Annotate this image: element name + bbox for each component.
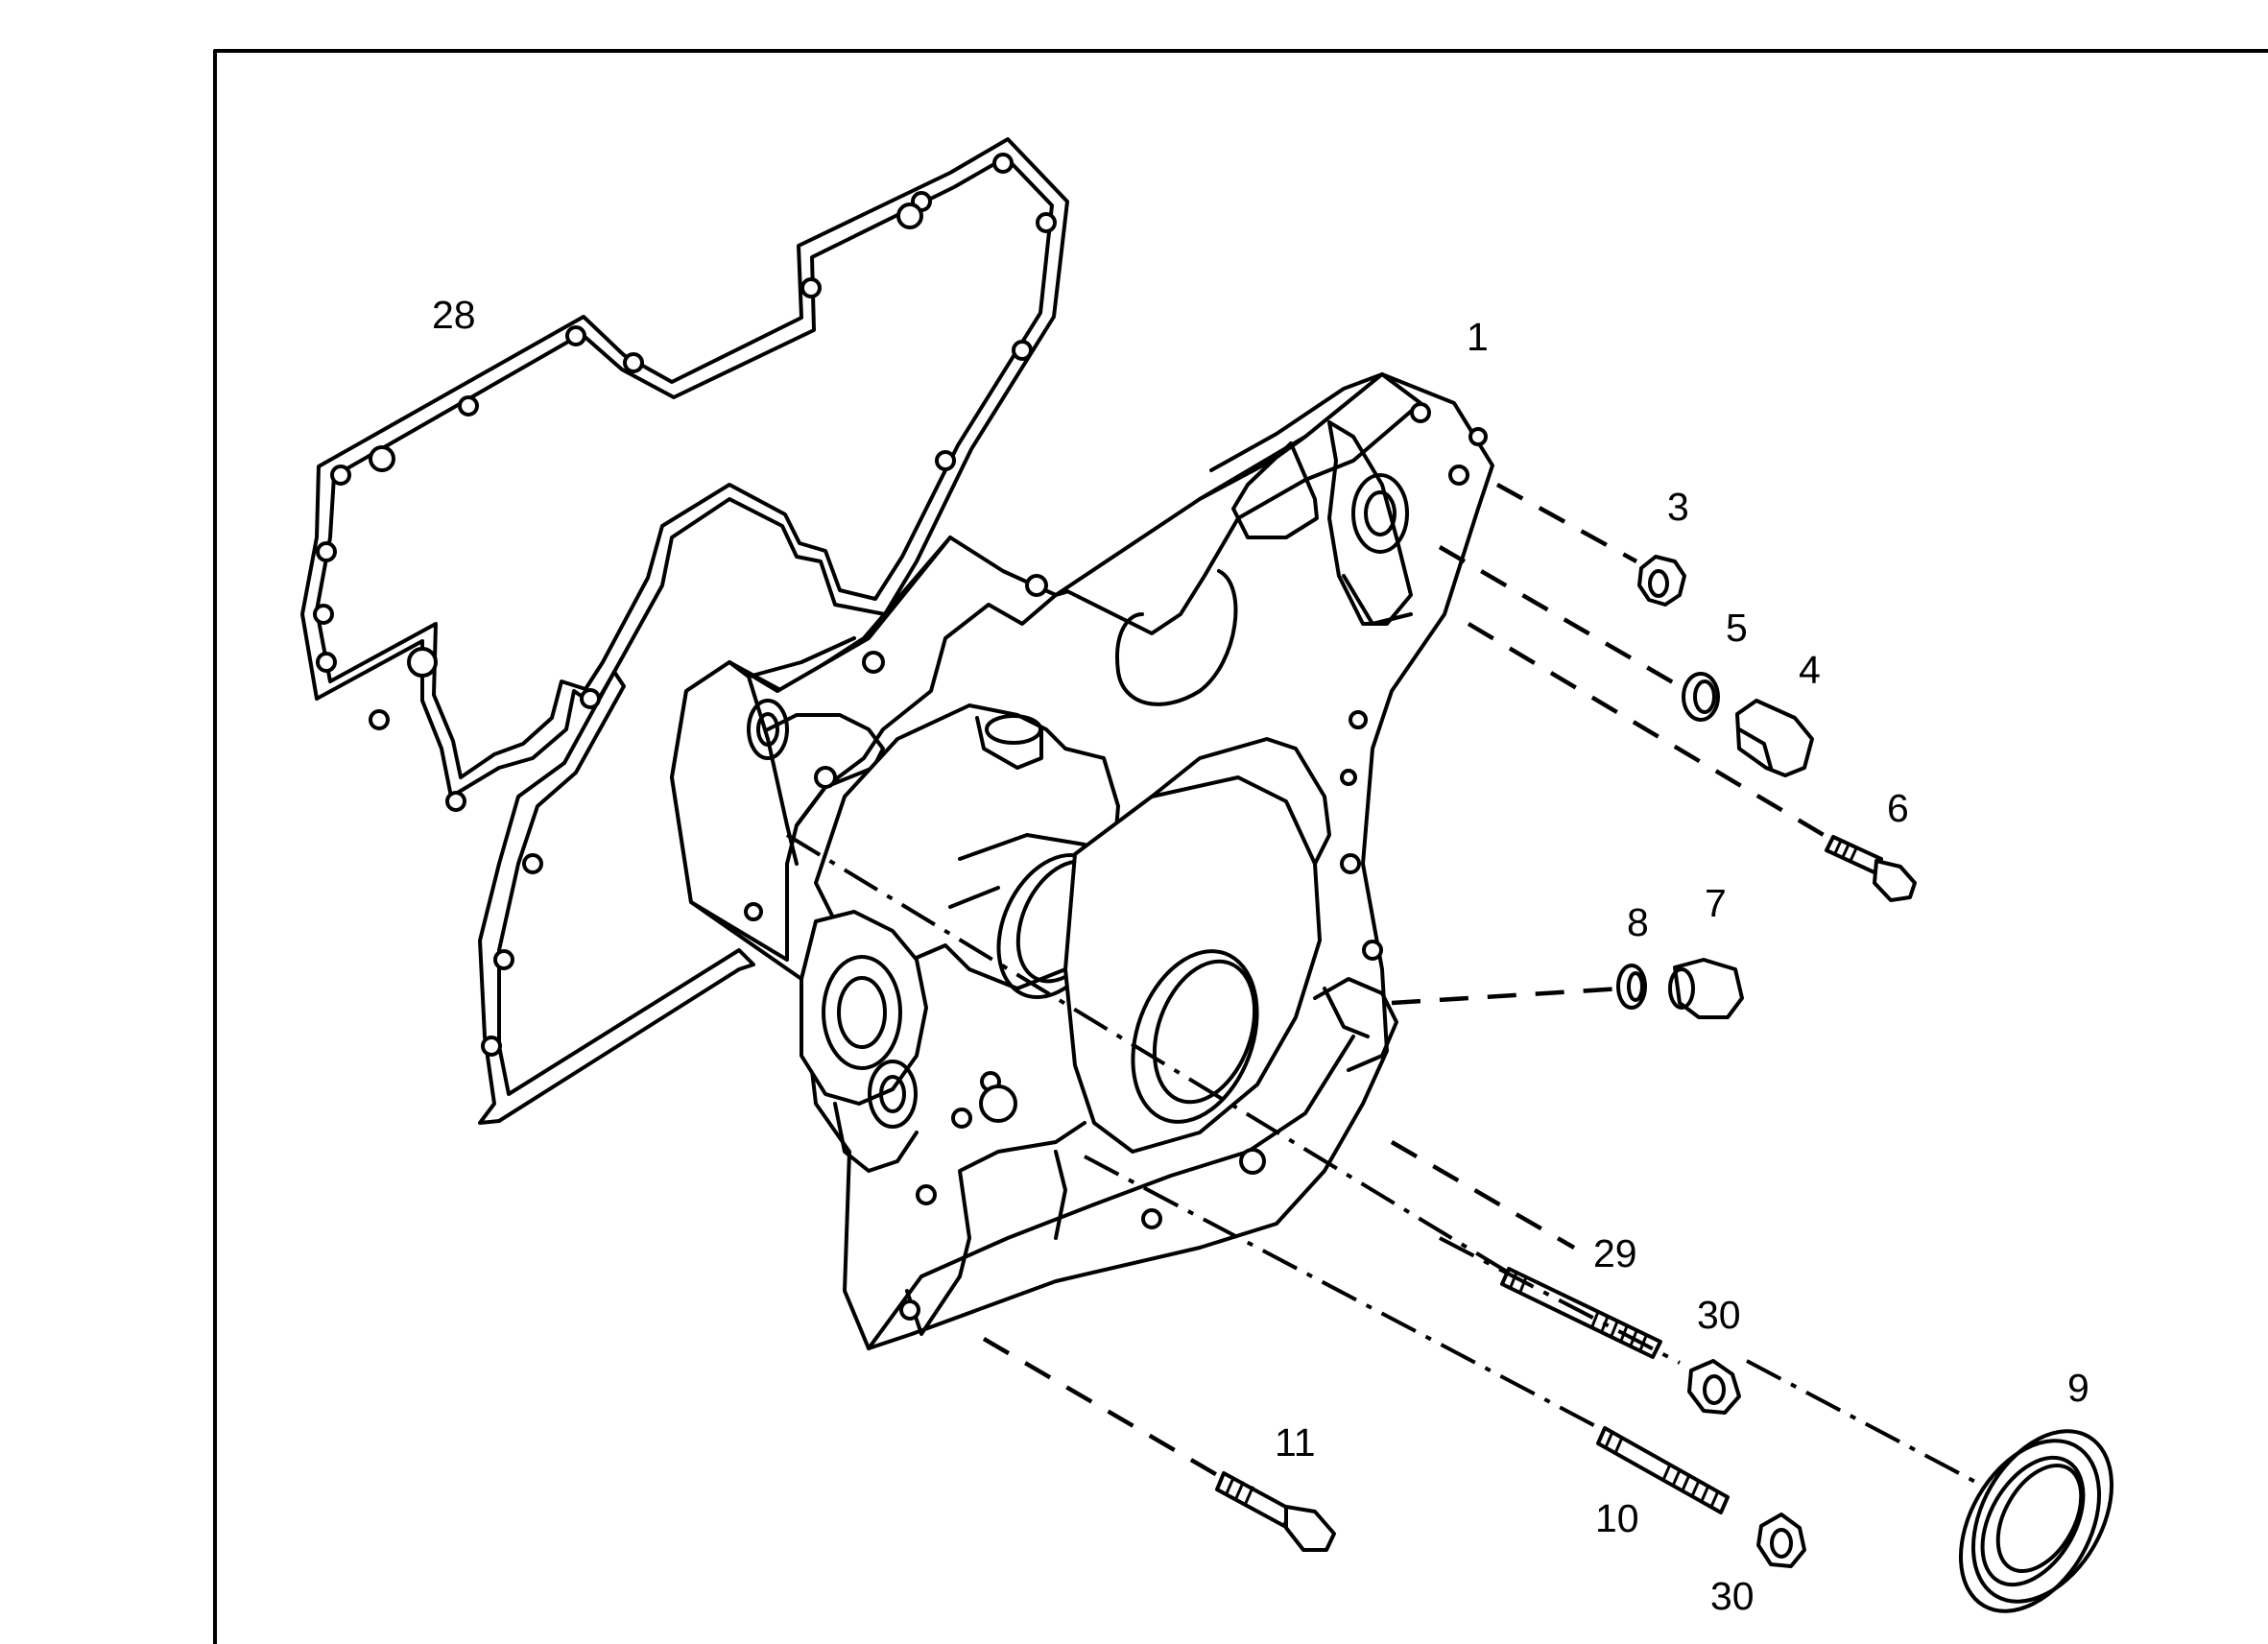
callout-4: 4 bbox=[1799, 648, 1821, 692]
callout-1: 1 bbox=[1467, 315, 1489, 359]
callout-9: 9 bbox=[2067, 1366, 2089, 1410]
front-cover-part-1 bbox=[670, 372, 1494, 1350]
callout-30-lower: 30 bbox=[1710, 1574, 1755, 1618]
plug-part-7 bbox=[1668, 958, 1744, 1019]
bolt-part-6 bbox=[1825, 835, 1917, 902]
nut-part-3 bbox=[1637, 555, 1686, 607]
callout-8: 8 bbox=[1627, 900, 1649, 944]
washer-part-8 bbox=[1616, 964, 1647, 1010]
nut-part-30-lower bbox=[1756, 1513, 1806, 1568]
seal-part-9 bbox=[1958, 1429, 2114, 1613]
nut-part-30-upper bbox=[1687, 1359, 1741, 1415]
drawing-frame bbox=[213, 49, 2268, 1644]
callout-3: 3 bbox=[1667, 485, 1689, 529]
stud-part-10 bbox=[1596, 1426, 1730, 1514]
callout-29: 29 bbox=[1593, 1231, 1637, 1275]
washer-part-5 bbox=[1682, 672, 1720, 722]
callout-28: 28 bbox=[432, 293, 476, 337]
callout-10: 10 bbox=[1595, 1496, 1639, 1540]
callout-30-upper: 30 bbox=[1697, 1293, 1741, 1337]
callout-7: 7 bbox=[1705, 881, 1727, 925]
callout-6: 6 bbox=[1887, 786, 1909, 830]
bolt-part-11 bbox=[1215, 1471, 1336, 1552]
assembly-lines bbox=[785, 483, 1978, 1485]
plug-part-4 bbox=[1735, 699, 1814, 777]
callout-11: 11 bbox=[1275, 1420, 1316, 1465]
callout-labels: 28 1 3 5 4 6 8 7 29 30 9 11 10 30 bbox=[432, 293, 2089, 1618]
gasket-part-28 bbox=[300, 137, 1069, 1125]
callout-5: 5 bbox=[1726, 606, 1748, 650]
